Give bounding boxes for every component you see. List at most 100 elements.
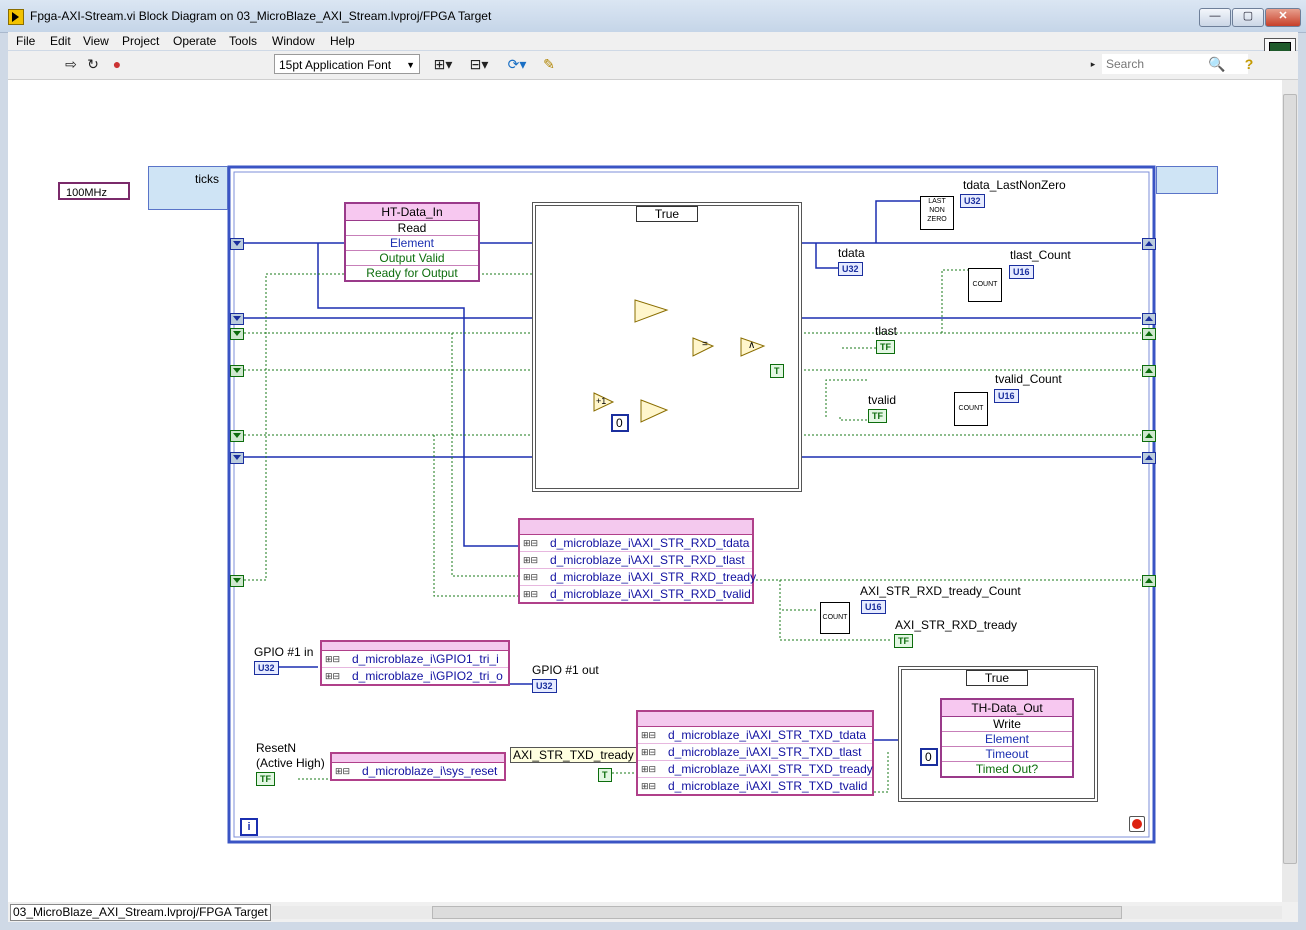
tdata-indicator[interactable]: U32 xyxy=(838,262,863,276)
align-objects-icon[interactable]: ⊞▾ xyxy=(433,56,453,72)
fifo-out-timeout[interactable]: Timeout xyxy=(942,747,1072,762)
block-diagram[interactable]: 100MHz ticks i HT-Data_In Read Element O… xyxy=(8,80,1282,902)
clock-constant[interactable]: 100MHz xyxy=(58,182,130,200)
close-button[interactable]: ✕ xyxy=(1265,8,1301,27)
run-continuously-icon[interactable]: ↻ xyxy=(87,56,99,72)
shift-register-right[interactable] xyxy=(1142,575,1156,587)
abort-icon[interactable]: ● xyxy=(112,56,122,72)
shift-register-right[interactable] xyxy=(1142,365,1156,377)
menu-help[interactable]: Help xyxy=(330,34,355,48)
case-structure-main[interactable]: True xyxy=(532,202,802,492)
timeout-zero-constant[interactable]: 0 xyxy=(920,748,938,766)
rxd-io-node[interactable]: d_microblaze_i\AXI_STR_RXD_tdata d_micro… xyxy=(518,518,756,604)
rxd-tready-io[interactable]: d_microblaze_i\AXI_STR_RXD_tready xyxy=(520,569,756,586)
gpio-io-node[interactable]: d_microblaze_i\GPIO1_tri_i d_microblaze_… xyxy=(320,640,510,686)
shift-register-left[interactable] xyxy=(230,452,244,464)
fifo-ht-data-in[interactable]: HT-Data_In Read Element Output Valid Rea… xyxy=(344,202,480,282)
case-selector[interactable]: True xyxy=(636,206,698,222)
expand-toolbar-icon[interactable]: ▸ xyxy=(1090,59,1096,69)
reorder-icon[interactable]: ⟳▾ xyxy=(507,56,527,72)
gpio-out-indicator[interactable]: U32 xyxy=(532,679,557,693)
status-bar: 03_MicroBlaze_AXI_Stream.lvproj/FPGA Tar… xyxy=(8,902,1298,922)
shift-register-right[interactable] xyxy=(1142,328,1156,340)
gpio-in-label: GPIO #1 in xyxy=(254,645,314,659)
project-path: 03_MicroBlaze_AXI_Stream.lvproj/FPGA Tar… xyxy=(10,904,271,921)
shift-register-left[interactable] xyxy=(230,313,244,325)
txd-tdata-io[interactable]: d_microblaze_i\AXI_STR_TXD_tdata xyxy=(638,727,872,744)
search-icon[interactable]: 🔍 xyxy=(1208,56,1226,72)
rxd-tlast-io[interactable]: d_microblaze_i\AXI_STR_RXD_tlast xyxy=(520,552,752,569)
shift-register-right[interactable] xyxy=(1142,313,1156,325)
count-subvi[interactable]: COUNT xyxy=(820,602,850,634)
tlast-indicator[interactable]: TF xyxy=(876,340,895,354)
rxd-tvalid-io[interactable]: d_microblaze_i\AXI_STR_RXD_tvalid xyxy=(520,586,752,602)
gpio1-tri-i-io[interactable]: d_microblaze_i\GPIO1_tri_i xyxy=(322,651,508,668)
fifo-in-ready-for-output[interactable]: Ready for Output xyxy=(366,266,458,280)
rxd-tready-indicator[interactable]: TF xyxy=(894,634,913,648)
cleanup-diagram-icon[interactable]: ✎ xyxy=(543,56,555,72)
shift-register-left[interactable] xyxy=(230,575,244,587)
menu-file[interactable]: File xyxy=(16,34,36,48)
shift-register-left[interactable] xyxy=(230,430,244,442)
zero-constant[interactable]: 0 xyxy=(611,414,629,432)
fifo-th-data-out[interactable]: TH-Data_Out Write Element Timeout Timed … xyxy=(940,698,1074,778)
info-icon[interactable]: i xyxy=(240,818,258,836)
menu-edit[interactable]: Edit xyxy=(50,34,71,48)
shift-register-right[interactable] xyxy=(1142,430,1156,442)
fifo-out-element[interactable]: Element xyxy=(942,732,1072,747)
txd-tready-io[interactable]: d_microblaze_i\AXI_STR_TXD_tready xyxy=(638,761,873,778)
fifo-out-timed-out[interactable]: Timed Out? xyxy=(975,762,1039,776)
fifo-in-title: HT-Data_In xyxy=(381,205,443,219)
rxd-tdata-io[interactable]: d_microblaze_i\AXI_STR_RXD_tdata xyxy=(520,535,752,552)
txd-tlast-io[interactable]: d_microblaze_i\AXI_STR_TXD_tlast xyxy=(638,744,872,761)
last-non-zero-subvi[interactable]: LAST NON ZERO xyxy=(920,196,954,230)
distribute-objects-icon[interactable]: ⊟▾ xyxy=(469,56,489,72)
tvalid-count-indicator[interactable]: U16 xyxy=(994,389,1019,403)
txd-tready-true-constant[interactable]: T xyxy=(598,768,612,782)
menu-project[interactable]: Project xyxy=(122,34,160,48)
rxd-tready-count-indicator[interactable]: U16 xyxy=(861,600,886,614)
menu-view[interactable]: View xyxy=(83,34,109,48)
tdata-lastnonzero-indicator[interactable]: U32 xyxy=(960,194,985,208)
help-icon[interactable]: ? xyxy=(1244,56,1254,72)
stop-button[interactable] xyxy=(1129,816,1145,832)
case-selector[interactable]: True xyxy=(966,670,1028,686)
txd-io-node[interactable]: d_microblaze_i\AXI_STR_TXD_tdata d_micro… xyxy=(636,710,874,796)
scroll-thumb[interactable] xyxy=(1283,94,1297,864)
txd-tvalid-io[interactable]: d_microblaze_i\AXI_STR_TXD_tvalid xyxy=(638,778,872,794)
sys-reset-io[interactable]: d_microblaze_i\sys_reset xyxy=(332,763,504,779)
run-arrow-icon[interactable]: ⇨ xyxy=(65,56,77,72)
tlast-count-indicator[interactable]: U16 xyxy=(1009,265,1034,279)
scroll-thumb[interactable] xyxy=(432,906,1122,919)
font-select[interactable]: 15pt Application Font▼ xyxy=(274,54,420,74)
tvalid-indicator[interactable]: TF xyxy=(868,409,887,423)
fifo-in-output-valid[interactable]: Output Valid xyxy=(346,251,478,266)
shift-register-right[interactable] xyxy=(1142,238,1156,250)
menu-tools[interactable]: Tools xyxy=(229,34,258,48)
count-subvi[interactable]: COUNT xyxy=(968,268,1002,302)
fifo-out-write: Write xyxy=(942,717,1072,732)
timed-loop-output-node[interactable] xyxy=(1156,166,1218,194)
menu-window[interactable]: Window xyxy=(272,34,315,48)
resetn-control[interactable]: TF xyxy=(256,772,275,786)
true-constant[interactable]: T xyxy=(770,364,784,378)
shift-register-left[interactable] xyxy=(230,238,244,250)
shift-register-left[interactable] xyxy=(230,365,244,377)
menu-bar: File Edit View Project Operate Tools Win… xyxy=(8,32,1298,50)
vertical-scrollbar[interactable] xyxy=(1282,80,1298,902)
maximize-button[interactable]: ▢ xyxy=(1232,8,1264,27)
gpio-in-control[interactable]: U32 xyxy=(254,661,279,675)
search-input[interactable]: Search xyxy=(1102,54,1248,74)
shift-register-left[interactable] xyxy=(230,328,244,340)
menu-operate[interactable]: Operate xyxy=(173,34,217,48)
timed-loop-input-node[interactable]: ticks xyxy=(148,166,228,210)
fifo-in-element[interactable]: Element xyxy=(346,236,478,251)
minimize-button[interactable]: — xyxy=(1199,8,1231,27)
count-subvi[interactable]: COUNT xyxy=(954,392,988,426)
active-high-label: (Active High) xyxy=(256,756,325,770)
gpio2-tri-o-io[interactable]: d_microblaze_i\GPIO2_tri_o xyxy=(322,668,508,684)
shift-register-right[interactable] xyxy=(1142,452,1156,464)
sys-reset-io-node[interactable]: d_microblaze_i\sys_reset xyxy=(330,752,506,781)
gpio-out-label: GPIO #1 out xyxy=(532,663,599,677)
horizontal-scrollbar[interactable] xyxy=(272,906,1282,919)
